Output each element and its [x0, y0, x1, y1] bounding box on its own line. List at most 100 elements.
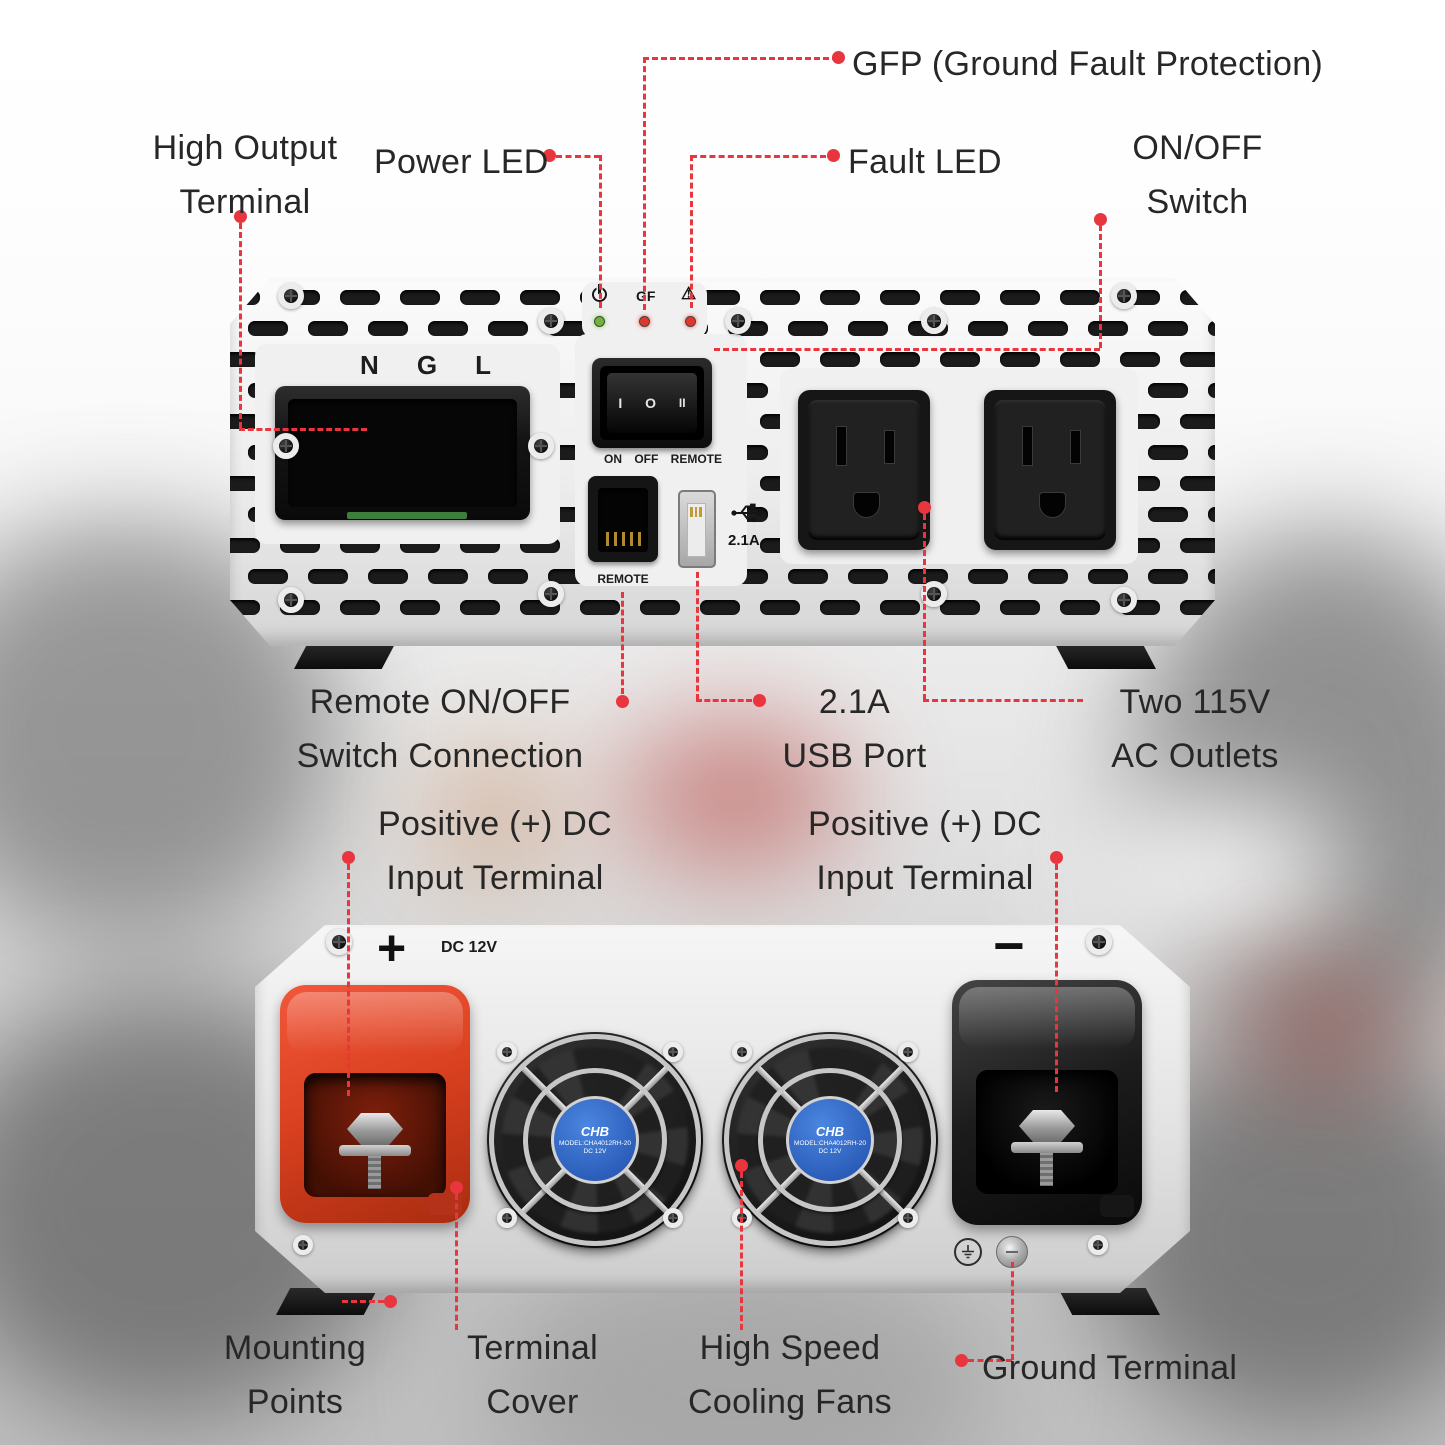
- cover-tab[interactable]: [428, 1193, 462, 1215]
- screw: [663, 1208, 683, 1228]
- vent-slot: [940, 600, 980, 615]
- vent-slot: [848, 321, 888, 336]
- vent-slot: [340, 600, 380, 615]
- callout-line: Points: [246, 1382, 344, 1421]
- jack-pin: [638, 532, 641, 546]
- fan-sub-label: DC 12V: [583, 1148, 607, 1156]
- outlet-hot-slot: [1070, 430, 1081, 464]
- vent-slot: [760, 352, 800, 367]
- usb-contact: [690, 507, 693, 517]
- screw: [732, 1042, 752, 1062]
- usb-amp-label: 2.1A: [728, 532, 760, 549]
- terminal-letter-n: N: [360, 350, 380, 380]
- usb-contact: [694, 507, 697, 517]
- vent-slot: [400, 290, 440, 305]
- negative-terminal-bolt[interactable]: [1019, 1110, 1075, 1142]
- positive-terminal-cover[interactable]: [280, 985, 470, 1223]
- fan-model: MODEL:CHA4012RH-20: [559, 1140, 631, 1147]
- warning-icon: ⚠: [681, 284, 697, 303]
- positive-terminal-bolt[interactable]: [347, 1113, 403, 1145]
- cover-lid: [287, 992, 463, 1054]
- vent-slot: [848, 569, 888, 584]
- leader-line: [239, 428, 367, 431]
- vent-slot: [700, 600, 740, 615]
- vent-slot: [1208, 507, 1215, 522]
- dc-rating-label: DC 12V: [441, 939, 498, 956]
- outlet-ground-hole: [1039, 492, 1066, 518]
- screw: [497, 1042, 517, 1062]
- outlet-neutral-slot: [836, 426, 847, 466]
- vent-slot: [968, 569, 1008, 584]
- screw: [278, 587, 304, 613]
- remote-jack[interactable]: [588, 476, 658, 562]
- callout-line: 2.1A: [818, 683, 891, 721]
- usb-contact: [699, 507, 702, 517]
- terminal-washer: [339, 1145, 411, 1156]
- plus-marking: +: [377, 920, 407, 976]
- switch-label-off: OFF: [634, 452, 659, 466]
- background-blur: [620, 720, 850, 870]
- ground-screw[interactable]: [1002, 1242, 1022, 1262]
- screw: [898, 1208, 918, 1228]
- screw: [921, 308, 947, 334]
- vent-slot: [488, 569, 528, 584]
- leader-dot: [955, 1354, 968, 1367]
- screw: [528, 433, 554, 459]
- ac-outlet-2[interactable]: [984, 390, 1116, 550]
- vent-slot: [1060, 352, 1100, 367]
- vent-slot: [1208, 321, 1215, 336]
- ac-outlet-1[interactable]: [798, 390, 930, 550]
- terminal-washer: [1011, 1142, 1083, 1153]
- vent-slot: [428, 569, 468, 584]
- vent-slot: [820, 290, 860, 305]
- front-panel: N G L GF ⚠ I O II ON OFF REMOTE: [230, 278, 1215, 646]
- switch-rocker[interactable]: I O II: [607, 373, 697, 433]
- callout-cooling-fans: High Speed Cooling Fans: [675, 1322, 905, 1429]
- outlet-ground-hole: [853, 492, 880, 518]
- callout-line: Switch Connection: [296, 736, 584, 775]
- ground-icon: [954, 1238, 982, 1266]
- leader-dot: [735, 1159, 748, 1172]
- vent-slot: [520, 290, 560, 305]
- terminal-block-face: [288, 399, 517, 507]
- vent-slot: [820, 352, 860, 367]
- usb-port[interactable]: [678, 490, 716, 568]
- switch-mark-remote: II: [678, 396, 686, 410]
- leader-line: [714, 348, 1100, 351]
- vent-slot: [760, 600, 800, 615]
- switch-position-labels: ON OFF REMOTE: [604, 452, 722, 466]
- terminal-letter-l: L: [475, 350, 492, 380]
- leader-line: [347, 864, 350, 1096]
- vent-slot: [940, 290, 980, 305]
- vent-slot: [880, 600, 920, 615]
- fan-grill-ring: [724, 1034, 936, 1246]
- leader-line: [239, 223, 242, 428]
- fan-label: CHB MODEL:CHA4012RH-20 DC 12V: [551, 1096, 639, 1184]
- switch-label-remote: REMOTE: [670, 452, 722, 466]
- callout-line: Cover: [486, 1382, 579, 1421]
- vent-slot: [1180, 538, 1215, 553]
- background-blur: [1240, 960, 1410, 1090]
- callout-dc-input-right: Positive (+) DC Input Terminal: [785, 798, 1065, 905]
- on-off-switch[interactable]: I O II: [592, 358, 712, 448]
- cover-tab[interactable]: [1100, 1195, 1134, 1217]
- leader-line: [599, 155, 602, 308]
- vent-slot: [700, 290, 740, 305]
- negative-terminal-cover[interactable]: [952, 980, 1142, 1225]
- vent-slot: [248, 321, 288, 336]
- fan-model: MODEL:CHA4012RH-20: [794, 1140, 866, 1147]
- fan-brand: CHB: [580, 1123, 610, 1139]
- callout-line: Terminal: [467, 1329, 598, 1367]
- cooling-fan-2: CHB MODEL:CHA4012RH-20 DC 12V: [722, 1032, 938, 1248]
- callout-dc-input-left: Positive (+) DC Input Terminal: [355, 798, 635, 905]
- jack-pin: [622, 532, 625, 546]
- vent-slot: [760, 290, 800, 305]
- background-blur: [430, 750, 560, 880]
- screw: [293, 1235, 313, 1255]
- callout-gfp: GFP (Ground Fault Protection): [852, 45, 1324, 83]
- leader-dot: [832, 51, 845, 64]
- leader-line: [740, 1172, 743, 1330]
- vent-slot: [230, 414, 260, 429]
- outlet-face: [994, 400, 1106, 540]
